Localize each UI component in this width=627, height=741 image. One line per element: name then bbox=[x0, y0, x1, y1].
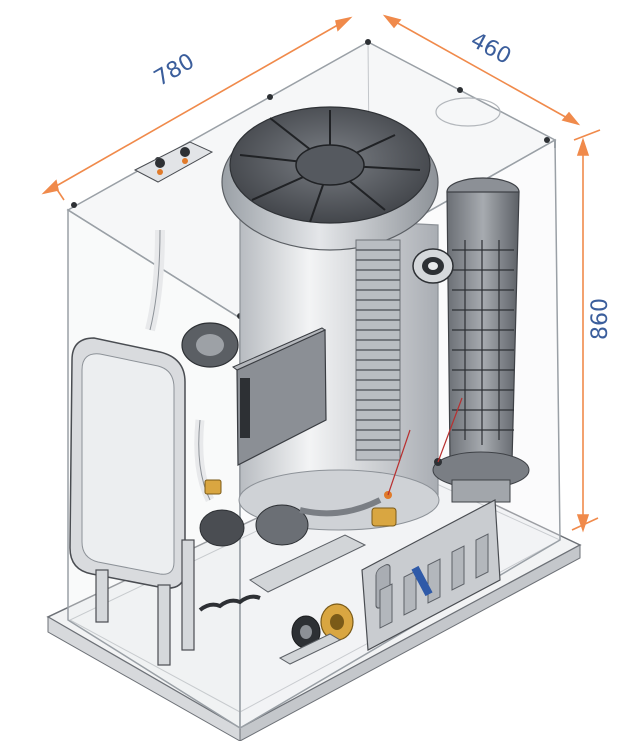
dimension-line-depth bbox=[384, 15, 579, 125]
support-legs bbox=[95, 539, 195, 666]
control-box bbox=[232, 327, 327, 466]
arrow-height-start bbox=[576, 137, 590, 156]
expansion-vessel bbox=[69, 337, 186, 589]
dimension-line-width bbox=[43, 17, 351, 194]
flue-pipe bbox=[432, 177, 530, 503]
dimension-lines bbox=[41, 14, 601, 533]
burner-fan bbox=[221, 106, 439, 251]
heat-exchanger-coil bbox=[355, 239, 401, 461]
bottom-bracket bbox=[248, 534, 367, 665]
pump-assembly bbox=[145, 229, 382, 612]
arrow-width-end bbox=[335, 16, 353, 32]
arrow-depth-end bbox=[561, 111, 581, 126]
dimension-height-label: 860 bbox=[588, 298, 613, 340]
brass-fittings bbox=[204, 397, 463, 649]
top-connector-block bbox=[133, 141, 214, 183]
arrow-width-start bbox=[41, 179, 59, 195]
inspection-port bbox=[412, 248, 454, 284]
arrow-height-end bbox=[576, 514, 590, 533]
condensate-tray bbox=[361, 499, 501, 651]
base-frame bbox=[46, 454, 582, 741]
arrow-depth-start bbox=[382, 14, 402, 29]
